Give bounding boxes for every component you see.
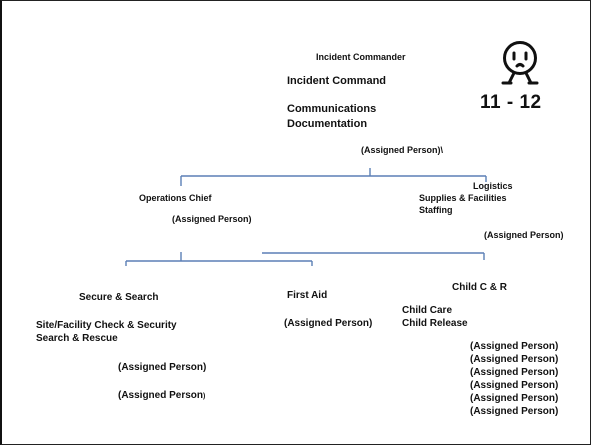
communications-label: Communications bbox=[287, 103, 377, 115]
child-assigned-person: (Assigned Person) bbox=[470, 341, 559, 352]
child-assigned-person: (Assigned Person) bbox=[470, 406, 559, 417]
logistics-title: Logistics bbox=[473, 181, 513, 191]
secure-assigned-person-2-text: (Assigned Person bbox=[118, 390, 204, 401]
child-care-label: Child Care bbox=[402, 305, 453, 316]
site-check-security-label: Site/Facility Check & Security bbox=[36, 320, 177, 331]
child-assigned-person: (Assigned Person) bbox=[470, 393, 559, 404]
secure-assigned-person-2-paren: ) bbox=[203, 393, 206, 400]
logistics-staffing-label: Staffing bbox=[419, 205, 453, 215]
child-assigned-person: (Assigned Person) bbox=[470, 354, 559, 365]
incident-command-label: Incident Command bbox=[287, 75, 387, 87]
child-release-label: Child Release bbox=[402, 318, 468, 329]
page-number: 11 - 12 bbox=[480, 92, 542, 113]
operations-chief-title: Operations Chief bbox=[139, 193, 212, 203]
documentation-label: Documentation bbox=[287, 118, 368, 130]
child-assigned-person: (Assigned Person) bbox=[470, 380, 559, 391]
incident-commander-title: Incident Commander bbox=[316, 52, 406, 62]
child-assigned-list: (Assigned Person) (Assigned Person) (Ass… bbox=[470, 340, 580, 418]
secure-search-title: Secure & Search bbox=[79, 292, 159, 303]
logistics-supplies-label: Supplies & Facilities bbox=[419, 193, 507, 203]
operations-assigned-person: (Assigned Person) bbox=[172, 214, 252, 224]
plug-face-icon bbox=[501, 41, 539, 85]
search-rescue-label: Search & Rescue bbox=[36, 333, 118, 344]
secure-assigned-person-1: (Assigned Person) bbox=[118, 362, 207, 373]
logistics-assigned-person: (Assigned Person) bbox=[484, 230, 564, 240]
first-aid-assigned-person: (Assigned Person) bbox=[284, 318, 373, 329]
secure-assigned-person-2: (Assigned Person) bbox=[118, 390, 205, 401]
first-aid-title: First Aid bbox=[287, 290, 328, 301]
top-assigned-person: (Assigned Person)\ bbox=[361, 145, 444, 155]
child-assigned-person: (Assigned Person) bbox=[470, 367, 559, 378]
child-cr-title: Child C & R bbox=[452, 282, 507, 293]
